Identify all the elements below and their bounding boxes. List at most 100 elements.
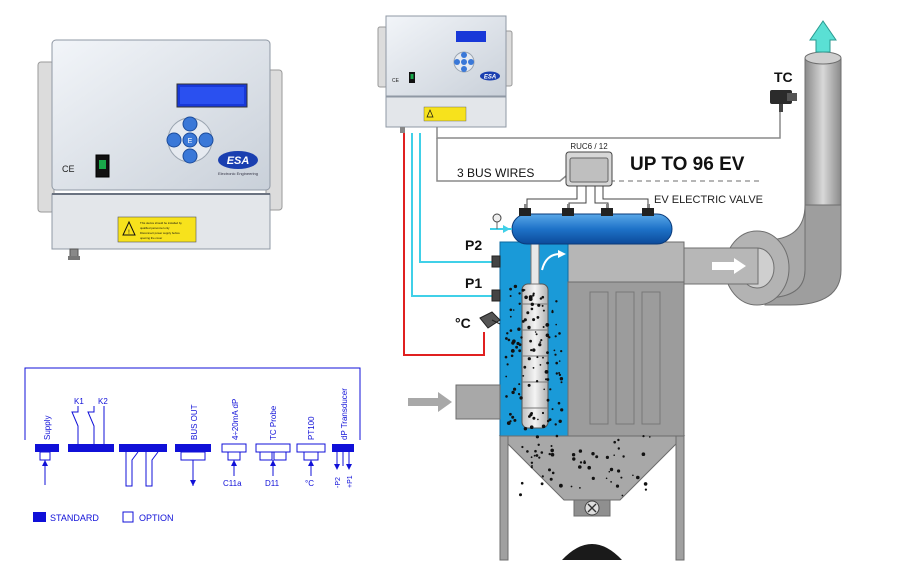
tc-label: TC	[774, 69, 793, 85]
dust-particle	[608, 470, 611, 473]
warning-text-2: qualified personnel only	[140, 226, 170, 230]
dust-particle	[530, 461, 534, 464]
dust-particle	[509, 420, 512, 423]
right-key-icon[interactable]	[198, 132, 214, 148]
dust-particle	[528, 415, 531, 418]
dust-particle	[541, 304, 544, 307]
dust-particle	[545, 378, 548, 381]
dust-particle	[524, 295, 528, 300]
dust-particle	[617, 438, 620, 442]
up-key-icon[interactable]	[182, 116, 198, 132]
controller-unit-small: ESA CE	[377, 15, 513, 133]
dust-particle	[505, 375, 508, 378]
dust-particle	[605, 455, 610, 459]
label-bus-out: BUS OUT	[190, 404, 199, 440]
ce-mark: CE	[62, 164, 75, 174]
dust-particle	[535, 333, 538, 336]
enter-key-icon[interactable]	[182, 132, 198, 148]
label-4-20ma: 4÷20mA dP	[231, 399, 240, 440]
headline-label: UP TO 96 EV	[630, 154, 745, 175]
dust-particle	[615, 484, 620, 488]
dust-particle	[560, 408, 564, 412]
dust-particle	[571, 453, 576, 457]
dust-particle	[541, 475, 544, 478]
dust-particle	[570, 485, 573, 488]
warning-text-3: Disconnect power supply before	[140, 231, 180, 235]
warning-text-1: This device should be installed by	[140, 221, 182, 225]
dust-particle	[506, 332, 509, 335]
dust-particle	[534, 331, 537, 333]
dust-particle	[548, 452, 551, 456]
dust-particle	[583, 461, 586, 464]
dust-particle	[643, 482, 648, 486]
dust-particle	[546, 419, 550, 423]
valve-label: EV ELECTRIC VALVE	[654, 194, 763, 206]
dust-particle	[539, 364, 542, 366]
dust-particle	[555, 372, 558, 375]
dust-particle	[551, 408, 554, 411]
dust-particle	[515, 345, 518, 349]
dust-particle	[528, 295, 533, 299]
dust-particle	[632, 474, 634, 477]
dust-particle	[557, 401, 561, 405]
dust-particle	[641, 452, 646, 457]
dust-particle	[543, 388, 545, 391]
p2-label: P2	[465, 237, 482, 253]
dust-particle	[610, 481, 612, 483]
controller-unit-large: E ESA Electronic Engineering CE ! This d…	[37, 39, 283, 260]
label-supply: Supply	[43, 416, 52, 440]
exhaust-up-arrow-icon	[809, 20, 837, 53]
brand-logo: ESA	[227, 155, 250, 167]
left-key-icon[interactable]	[166, 132, 182, 148]
dust-particle	[505, 395, 508, 398]
dust-particle	[532, 294, 535, 297]
dust-particle	[550, 448, 554, 453]
dust-particle	[531, 464, 533, 467]
dust-particle	[535, 454, 539, 457]
dust-particle	[509, 329, 513, 332]
dust-particle	[509, 412, 512, 416]
air-tank	[490, 204, 673, 245]
dust-particle	[526, 450, 529, 453]
dust-particle	[518, 349, 522, 353]
dust-particle	[512, 339, 516, 344]
dust-particle	[537, 443, 540, 446]
dust-particle	[548, 418, 552, 421]
label-k1: K1	[74, 397, 84, 406]
dust-particle	[521, 445, 524, 449]
dust-particle	[507, 338, 511, 342]
dust-particle	[530, 349, 533, 352]
dust-particle	[617, 469, 621, 473]
dust-particle	[509, 295, 512, 297]
dust-particle	[532, 416, 536, 420]
dust-particle	[550, 445, 553, 447]
dust-particle	[509, 287, 512, 291]
dust-particle	[513, 418, 517, 422]
signal-wiring	[403, 112, 781, 356]
dust-particle	[546, 361, 549, 365]
dust-particle	[509, 315, 512, 318]
dust-particle	[555, 300, 558, 303]
legend-option-label: OPTION	[139, 513, 174, 523]
dust-particle	[523, 427, 528, 431]
dust-particle	[509, 308, 513, 312]
dust-particle	[541, 295, 545, 299]
dust-particle	[532, 348, 536, 352]
dust-particle	[526, 311, 530, 315]
dust-particle	[554, 423, 557, 426]
dust-particle	[559, 483, 563, 488]
dust-particle	[532, 292, 535, 295]
dust-particle	[537, 303, 541, 307]
dust-particle	[587, 465, 591, 470]
label-tc-probe: TC Probe	[269, 405, 278, 440]
dust-particle	[542, 309, 545, 312]
dust-particle	[554, 353, 557, 356]
dust-particle	[579, 461, 583, 464]
dust-particle	[510, 354, 514, 358]
dust-particle	[622, 455, 625, 458]
dust-particle	[548, 468, 551, 472]
dust-particle	[535, 380, 539, 383]
dust-particle	[541, 424, 546, 429]
dust-particle	[523, 289, 526, 291]
down-key-icon[interactable]	[182, 148, 198, 164]
